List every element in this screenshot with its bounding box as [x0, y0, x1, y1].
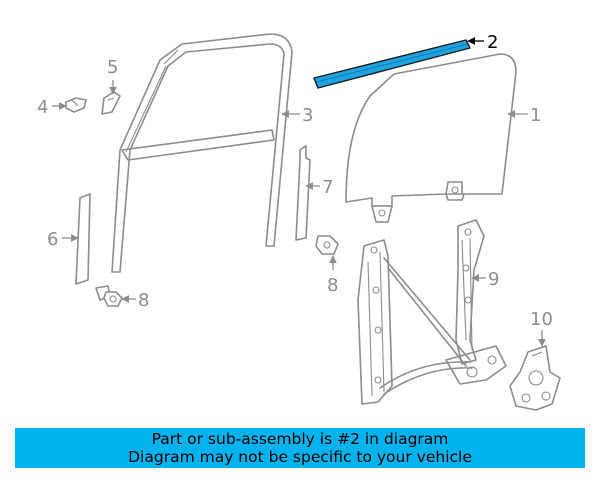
svg-text:7: 7 [322, 177, 333, 198]
callout-4: 4 [37, 97, 67, 118]
svg-text:5: 5 [107, 57, 118, 78]
part-8-bolt-lower [95, 285, 123, 307]
banner-line-2: Diagram may not be specific to your vehi… [128, 448, 472, 466]
part-2-glass-run-strip [313, 39, 471, 89]
svg-text:3: 3 [302, 105, 313, 126]
part-6-seal-strip [75, 193, 91, 285]
part-4-clip [65, 97, 87, 113]
callout-10: 10 [530, 309, 553, 347]
part-10-motor [509, 345, 561, 411]
callout-9: 9 [471, 269, 499, 290]
callout-1: 1 [507, 105, 541, 126]
part-3-window-frame [111, 33, 293, 273]
svg-text:8: 8 [327, 275, 338, 296]
callout-2: 2 [467, 32, 498, 53]
svg-text:10: 10 [530, 309, 553, 330]
svg-text:2: 2 [487, 32, 498, 53]
banner-line-1: Part or sub-assembly is #2 in diagram [151, 430, 449, 448]
part-1-door-glass [345, 53, 517, 223]
info-banner: Part or sub-assembly is #2 in diagram Di… [15, 428, 585, 468]
parts-diagram: 1 2 3 4 5 6 7 8 8 9 10 [37, 32, 561, 411]
svg-text:4: 4 [37, 97, 48, 118]
callout-6: 6 [47, 229, 79, 250]
part-7-channel [295, 145, 311, 241]
part-9-window-regulator [357, 219, 507, 405]
callout-7: 7 [305, 177, 333, 198]
part-5-bracket [101, 91, 121, 115]
callout-8-upper: 8 [327, 255, 338, 296]
callout-3: 3 [281, 105, 313, 126]
svg-text:1: 1 [530, 105, 541, 126]
svg-text:8: 8 [138, 290, 149, 311]
part-8-bolt-upper [315, 235, 339, 255]
callout-5: 5 [107, 57, 118, 95]
callout-8-lower: 8 [121, 290, 149, 311]
svg-text:6: 6 [47, 229, 58, 250]
svg-text:9: 9 [488, 269, 499, 290]
